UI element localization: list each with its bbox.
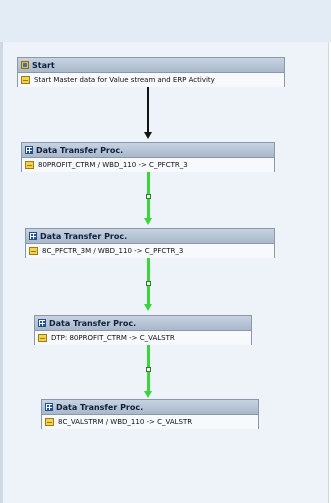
variant-icon — [21, 76, 30, 84]
node-header: Data Transfer Proc. — [42, 400, 258, 415]
process-node-dtp-1[interactable]: Data Transfer Proc. 80PROFIT_CTRM / WBD_… — [21, 142, 275, 172]
variant-icon — [29, 247, 38, 255]
variant-icon — [45, 418, 54, 426]
start-link-line — [147, 87, 149, 134]
left-splitter[interactable] — [0, 42, 3, 503]
node-title: Start — [32, 60, 55, 70]
process-node-dtp-3[interactable]: Data Transfer Proc. DTP: 80PROFIT_CTRM -… — [34, 315, 252, 345]
process-node-dtp-4[interactable]: Data Transfer Proc. 8C_VALSTRM / WBD_110… — [41, 399, 259, 429]
node-header: Start — [18, 58, 284, 73]
node-variant-text: 8C_VALSTRM / WBD_110 -> C_VALSTR — [58, 418, 193, 426]
data-transfer-icon — [29, 232, 37, 240]
success-link-arrow — [144, 218, 152, 225]
data-transfer-icon — [25, 146, 33, 154]
node-title: Data Transfer Proc. — [36, 145, 124, 155]
node-variant-text: 8C_PFCTR_3M / WBD_110 -> C_PFCTR_3 — [42, 247, 184, 255]
node-variant-text: 80PROFIT_CTRM / WBD_110 -> C_PFCTR_3 — [38, 161, 188, 169]
node-variant-row: 8C_VALSTRM / WBD_110 -> C_VALSTR — [42, 415, 258, 429]
node-header: Data Transfer Proc. — [35, 316, 251, 331]
variant-icon — [38, 334, 47, 342]
variant-icon — [25, 161, 34, 169]
node-variant-row: 8C_PFCTR_3M / WBD_110 -> C_PFCTR_3 — [26, 244, 274, 258]
start-link-arrow — [144, 132, 152, 139]
link-midpoint[interactable] — [146, 281, 151, 286]
node-title: Data Transfer Proc. — [40, 231, 128, 241]
node-header: Data Transfer Proc. — [22, 143, 274, 158]
start-process-icon — [21, 61, 29, 69]
node-variant-text: Start Master data for Value stream and E… — [34, 76, 215, 84]
process-node-dtp-2[interactable]: Data Transfer Proc. 8C_PFCTR_3M / WBD_11… — [25, 228, 275, 258]
node-variant-row: Start Master data for Value stream and E… — [18, 73, 284, 87]
node-header: Data Transfer Proc. — [26, 229, 274, 244]
node-variant-row: DTP: 80PROFIT_CTRM -> C_VALSTR — [35, 331, 251, 345]
node-title: Data Transfer Proc. — [56, 402, 144, 412]
process-chain-canvas[interactable]: Start Start Master data for Value stream… — [3, 42, 329, 503]
toolbar-area — [0, 0, 331, 42]
process-node-start[interactable]: Start Start Master data for Value stream… — [17, 57, 285, 87]
node-variant-row: 80PROFIT_CTRM / WBD_110 -> C_PFCTR_3 — [22, 158, 274, 172]
success-link-arrow — [144, 391, 152, 398]
node-title: Data Transfer Proc. — [49, 318, 137, 328]
link-midpoint[interactable] — [146, 367, 151, 372]
data-transfer-icon — [38, 319, 46, 327]
link-midpoint[interactable] — [146, 194, 151, 199]
node-variant-text: DTP: 80PROFIT_CTRM -> C_VALSTR — [51, 334, 175, 342]
data-transfer-icon — [45, 403, 53, 411]
success-link-arrow — [144, 304, 152, 311]
